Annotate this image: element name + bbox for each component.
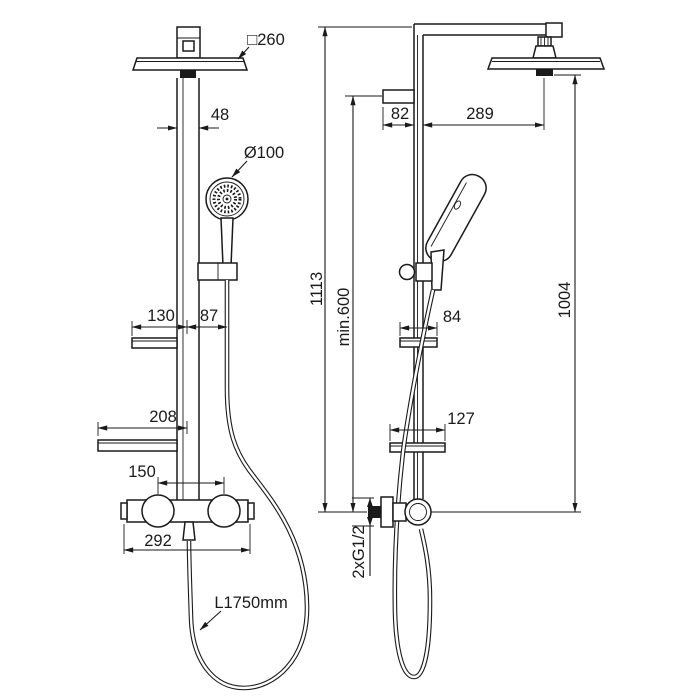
mixer-hose-outlet: [182, 521, 196, 541]
dim-total-height: 1113: [308, 272, 326, 306]
dim-connections: 2xG1/2: [350, 525, 368, 578]
ceiling-connector-front: [176, 26, 201, 59]
overhead-shower-front: [131, 57, 249, 78]
shower-column-front: [176, 78, 200, 500]
handset-holder-side: [415, 262, 433, 282]
dim-head-height: 1004: [556, 282, 574, 319]
dim-hose-length: L1750mm: [214, 594, 287, 612]
hand-shower-front: [205, 177, 249, 267]
head-nozzle-front: [180, 70, 196, 78]
upper-shelf-side: [399, 337, 438, 348]
dim-lower-shelf-depth: 127: [447, 410, 475, 428]
front-view: 48 □260 Ø100 130 87 208 150: [97, 26, 310, 691]
dim-head-reach: 289: [466, 105, 494, 123]
mixer-handle-right: [207, 494, 241, 528]
dim-upper-shelf: 130: [147, 307, 175, 325]
dim-bracket-depth: 82: [391, 105, 409, 123]
dim-lower-shelf: 208: [149, 408, 177, 426]
front-dimensions: 48 □260 Ø100 130 87 208 150: [97, 31, 288, 631]
wall-inlet-side: [368, 506, 381, 518]
side-view: 1113 min.600 1004 82 289 84 127: [308, 22, 606, 680]
overhead-shower-side: [486, 36, 606, 76]
dim-min-height: min.600: [335, 288, 353, 347]
dim-hose-offset: 87: [200, 307, 218, 325]
dim-handset-diameter: Ø100: [244, 144, 284, 162]
hand-shower-handle-front: [220, 217, 234, 267]
holder-knob-side: [398, 263, 416, 281]
handset-holder-front: [197, 262, 238, 281]
lower-shelf-front: [97, 439, 178, 452]
shower-hose-front: [186, 280, 310, 691]
head-nozzle-side: [536, 69, 553, 76]
upper-shelf-front: [131, 337, 178, 349]
thread-arrow-down: [367, 517, 373, 526]
wall-bracket-side: [382, 89, 415, 104]
shower-hose-side: [392, 289, 436, 680]
mixer-handle-left: [141, 494, 175, 528]
dim-mixer-width: 292: [144, 532, 172, 550]
side-dimensions: 1113 min.600 1004 82 289 84 127: [308, 26, 581, 579]
mixer-handle-side: [404, 498, 432, 526]
hand-shower-handle-side: [430, 249, 445, 291]
lower-shelf-side: [389, 442, 446, 453]
hand-shower-side: [398, 173, 487, 291]
thermostat-mixer-front: [120, 494, 255, 541]
dim-arm-width: 48: [211, 106, 229, 124]
dim-head-size: □260: [247, 31, 285, 49]
thread-arrow-up: [367, 498, 373, 507]
arm-end-cap-side: [545, 22, 563, 38]
dim-handle-spacing: 150: [128, 463, 156, 481]
dim-upper-shelf-depth: 84: [443, 308, 461, 326]
